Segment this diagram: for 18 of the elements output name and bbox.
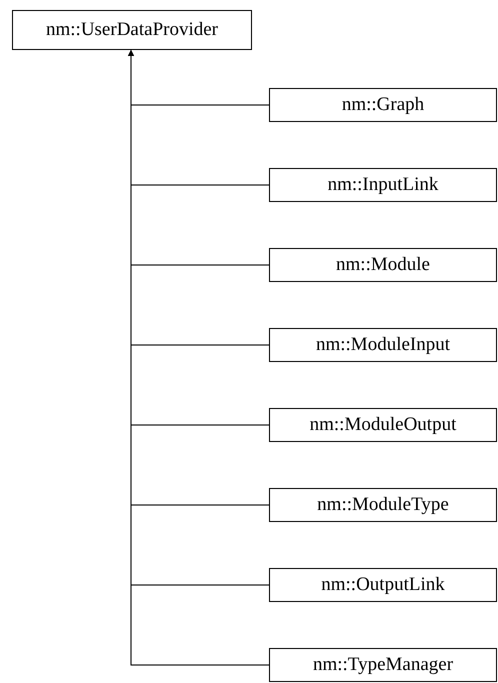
class-box <box>269 328 497 362</box>
class-box <box>269 88 497 122</box>
class-name: nm::ModuleType <box>317 494 449 516</box>
class-name: nm::OutputLink <box>321 574 445 596</box>
class-name: nm::ModuleOutput <box>310 414 456 436</box>
class-box <box>269 568 497 602</box>
class-box <box>269 408 497 442</box>
class-box <box>269 168 497 202</box>
class-name: nm::InputLink <box>328 174 438 196</box>
class-name: nm::Graph <box>342 94 424 116</box>
base-class-box <box>12 10 252 50</box>
class-box <box>269 248 497 282</box>
class-name: nm::ModuleInput <box>316 334 450 356</box>
class-name: nm::Module <box>336 254 430 276</box>
class-box <box>269 648 497 682</box>
class-box <box>269 488 497 522</box>
class-name: nm::TypeManager <box>312 654 454 676</box>
class-name: nm::UserDataProvider <box>46 19 218 41</box>
